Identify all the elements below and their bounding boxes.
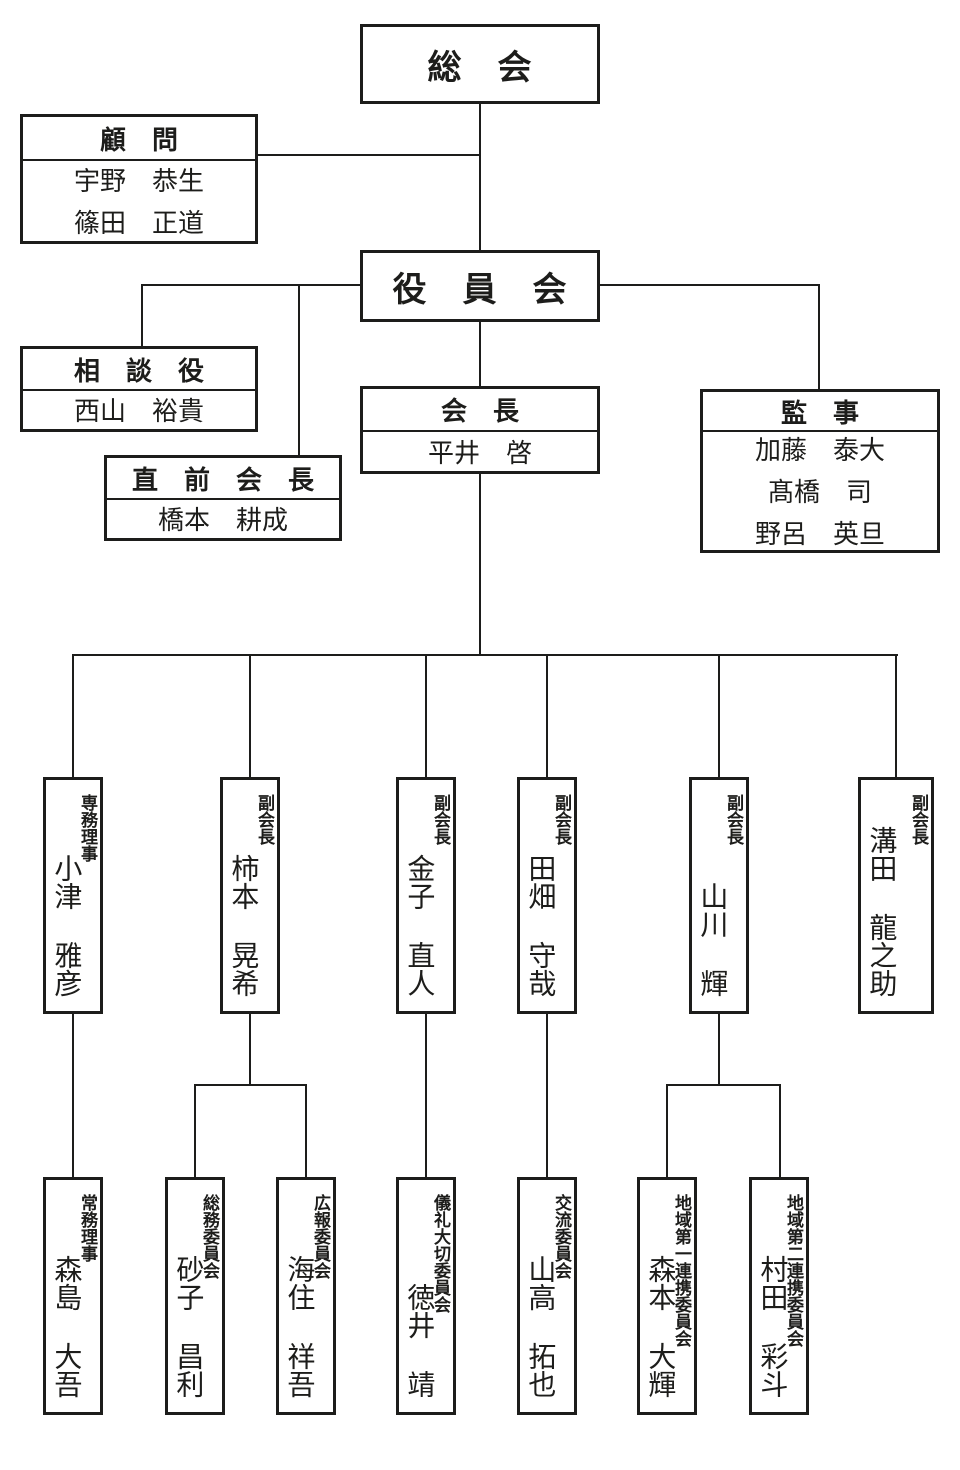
officer-role: 副会長 [552,794,571,845]
committee-box-7: 地域第二連携委員会 村田 彩斗 [749,1177,809,1415]
connector-drop-officer-3 [425,654,427,779]
officer-role: 専務理事 [78,794,97,862]
connector-drop-officer-2 [249,654,251,779]
committee-role: 総務委員会 [200,1194,219,1279]
advisors-members: 宇野 恭生 篠田 正道 [23,161,255,243]
officer-name: 金子 直人 [404,854,436,997]
committee-name: 山高 拓也 [525,1255,557,1398]
connector-kanji-drop [818,284,820,389]
committee-box-5: 交流委員会 山高 拓也 [517,1177,577,1415]
auditor-name: 髙橋 司 [767,477,872,507]
connector-drop-officer-1 [72,654,74,779]
immediate-past-president-name: 橋本 耕成 [157,505,288,535]
connector-split-bar-right [666,1084,780,1086]
officer-role: 副会長 [255,794,274,845]
auditors-title: 監 事 [703,392,937,432]
connector-split-bar-left [194,1084,307,1086]
committee-name: 砂子 昌利 [173,1255,205,1398]
immediate-past-president-members: 橋本 耕成 [107,500,339,540]
connector-drop-officer-6 [895,654,897,779]
officer-role: 副会長 [909,794,928,845]
connector-komon [257,154,481,156]
counselor-name: 西山 裕貴 [73,396,204,426]
connector-soukai-yakuinkai [479,102,481,250]
committee-name: 徳井 靖 [404,1283,436,1398]
committee-role: 地域第二連携委員会 [784,1194,803,1347]
committee-box-6: 地域第一連携委員会 森本 大輝 [637,1177,697,1415]
committee-name: 森本 大輝 [645,1255,677,1398]
committee-box-4: 儀礼大切委員会 徳井 靖 [396,1177,456,1415]
counselor-title: 相 談 役 [23,349,255,391]
general-assembly-title: 総 会 [427,48,533,87]
connector-officer5-split [718,1014,720,1086]
committee-role: 広報委員会 [311,1194,330,1279]
advisors-title: 顧 問 [23,117,255,161]
connector-drop-committee-3 [305,1084,307,1177]
committee-name: 村田 彩斗 [757,1255,789,1398]
connector-drop-officer-5 [718,654,720,779]
auditor-name: 加藤 泰大 [754,435,885,465]
connector-yakuinkai-kaichou [479,320,481,386]
connector-drop-committee-6 [666,1084,668,1177]
advisor-name: 篠田 正道 [73,208,204,238]
committee-name: 海住 祥吾 [284,1255,316,1398]
officer-role: 副会長 [431,794,450,845]
connector-soudanyaku-drop [141,284,143,348]
committee-name: 森島 大吾 [51,1255,83,1398]
president-name: 平井 啓 [427,437,532,468]
node-board: 役 員 会 [360,250,600,322]
officer-name: 溝田 龍之助 [866,826,898,997]
node-general-assembly: 総 会 [360,24,600,104]
officer-box-4: 副会長 田畑 守哉 [517,777,577,1014]
node-advisors: 顧 問 宇野 恭生 篠田 正道 [20,114,258,244]
officer-name: 柿本 晃希 [228,854,260,997]
officer-box-1: 専務理事 小津 雅彦 [43,777,103,1014]
connector-drop-officer-4 [546,654,548,779]
board-title: 役 員 会 [392,270,568,309]
officer-role: 副会長 [724,794,743,845]
officer-name: 小津 雅彦 [51,854,83,997]
connector-officer1-committee1 [72,1014,74,1177]
connector-chokuzen-drop [298,284,300,457]
officer-box-3: 副会長 金子 直人 [396,777,456,1014]
connector-officer3-committee4 [425,1014,427,1177]
officer-box-2: 副会長 柿本 晃希 [220,777,280,1014]
node-auditors: 監 事 加藤 泰大 髙橋 司 野呂 英旦 [700,389,940,553]
officer-name: 田畑 守哉 [525,854,557,997]
committee-box-1: 常務理事 森島 大吾 [43,1177,103,1415]
advisor-name: 宇野 恭生 [73,166,204,196]
committee-box-3: 広報委員会 海住 祥吾 [276,1177,336,1415]
connector-officer-bus [72,654,898,656]
connector-kaichou-bus [479,472,481,656]
node-immediate-past-president: 直 前 会 長 橋本 耕成 [104,455,342,541]
node-counselor: 相 談 役 西山 裕貴 [20,346,258,432]
officer-name: 山川 輝 [697,882,729,997]
immediate-past-president-title: 直 前 会 長 [107,458,339,500]
officer-box-5: 副会長 山川 輝 [689,777,749,1014]
committee-role: 地域第一連携委員会 [672,1194,691,1347]
counselor-members: 西山 裕貴 [23,391,255,431]
connector-drop-committee-7 [779,1084,781,1177]
auditors-members: 加藤 泰大 髙橋 司 野呂 英旦 [703,432,937,552]
officer-box-6: 副会長 溝田 龍之助 [858,777,934,1014]
connector-drop-committee-2 [194,1084,196,1177]
node-president: 会 長 平井 啓 [360,386,600,474]
connector-officer2-split [249,1014,251,1086]
committee-role: 交流委員会 [552,1194,571,1279]
committee-role: 常務理事 [78,1194,97,1262]
president-title: 会 長 [363,389,597,432]
connector-officer4-committee5 [546,1014,548,1177]
committee-box-2: 総務委員会 砂子 昌利 [165,1177,225,1415]
connector-yakuinkai-right [598,284,820,286]
auditor-name: 野呂 英旦 [754,519,885,549]
committee-role: 儀礼大切委員会 [431,1194,450,1313]
connector-yakuinkai-left [141,284,362,286]
president-members: 平井 啓 [363,432,597,473]
